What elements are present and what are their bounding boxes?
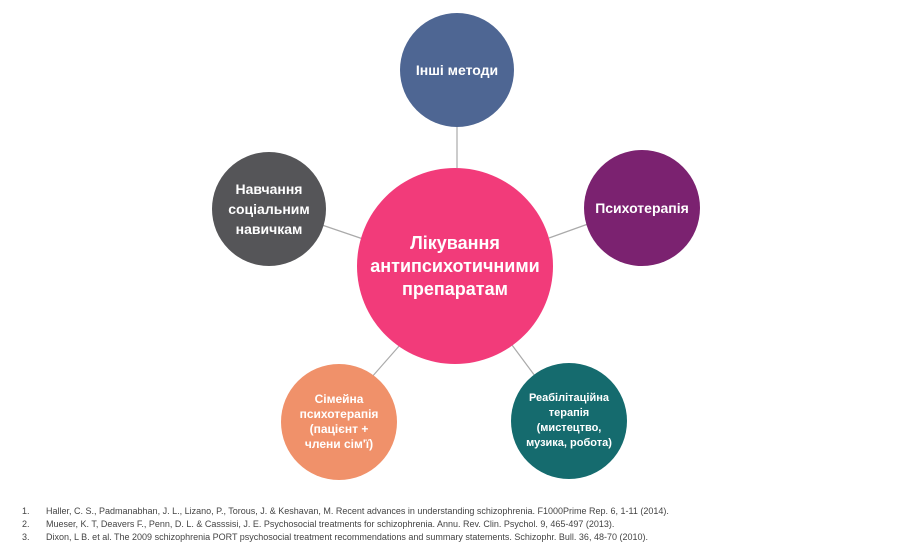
node-family-therapy-label: Сімейна психотерапія (пацієнт + члени сі… (299, 392, 379, 451)
reference-number: 3. (22, 532, 30, 542)
node-other-methods-label: Інші методи (415, 62, 499, 78)
node-family-therapy: Сімейна психотерапія (пацієнт + члени сі… (281, 364, 397, 480)
reference-item: 3. Dixon, L B. et al. The 2009 schizophr… (22, 531, 669, 544)
center-node: Лікування антипсихотичними препаратам (357, 168, 553, 364)
reference-item: 1. Haller, C. S., Padmanabhan, J. L., Li… (22, 505, 669, 518)
connector-lines (321, 127, 589, 379)
node-social-skills-label: Навчання соціальним навичкам (228, 181, 310, 237)
connector-bottomright (511, 344, 536, 377)
reference-text: Mueser, K. T, Deavers F., Penn, D. L. & … (46, 519, 615, 529)
reference-text: Dixon, L B. et al. The 2009 schizophreni… (46, 532, 648, 542)
reference-number: 1. (22, 506, 30, 516)
center-node-label: Лікування антипсихотичними препаратам (370, 232, 540, 299)
connector-bottomleft (370, 344, 401, 379)
connector-left (321, 224, 367, 241)
reference-text: Haller, C. S., Padmanabhan, J. L., Lizan… (46, 506, 669, 516)
reference-item: 2. Mueser, K. T, Deavers F., Penn, D. L.… (22, 518, 669, 531)
references-list: 1. Haller, C. S., Padmanabhan, J. L., Li… (22, 505, 669, 544)
connector-right (548, 223, 589, 239)
node-other-methods: Інші методи (400, 13, 514, 127)
treatment-diagram: Лікування антипсихотичними препаратам Ін… (212, 13, 700, 480)
node-psychotherapy: Психотерапія (584, 150, 700, 266)
node-rehabilitation: Реабілітаційна терапія (мистецтво, музик… (511, 363, 627, 479)
reference-number: 2. (22, 519, 30, 529)
node-psychotherapy-label: Психотерапія (595, 200, 689, 216)
node-social-skills: Навчання соціальним навичкам (212, 152, 326, 266)
node-rehabilitation-label: Реабілітаційна терапія (мистецтво, музик… (526, 392, 612, 449)
